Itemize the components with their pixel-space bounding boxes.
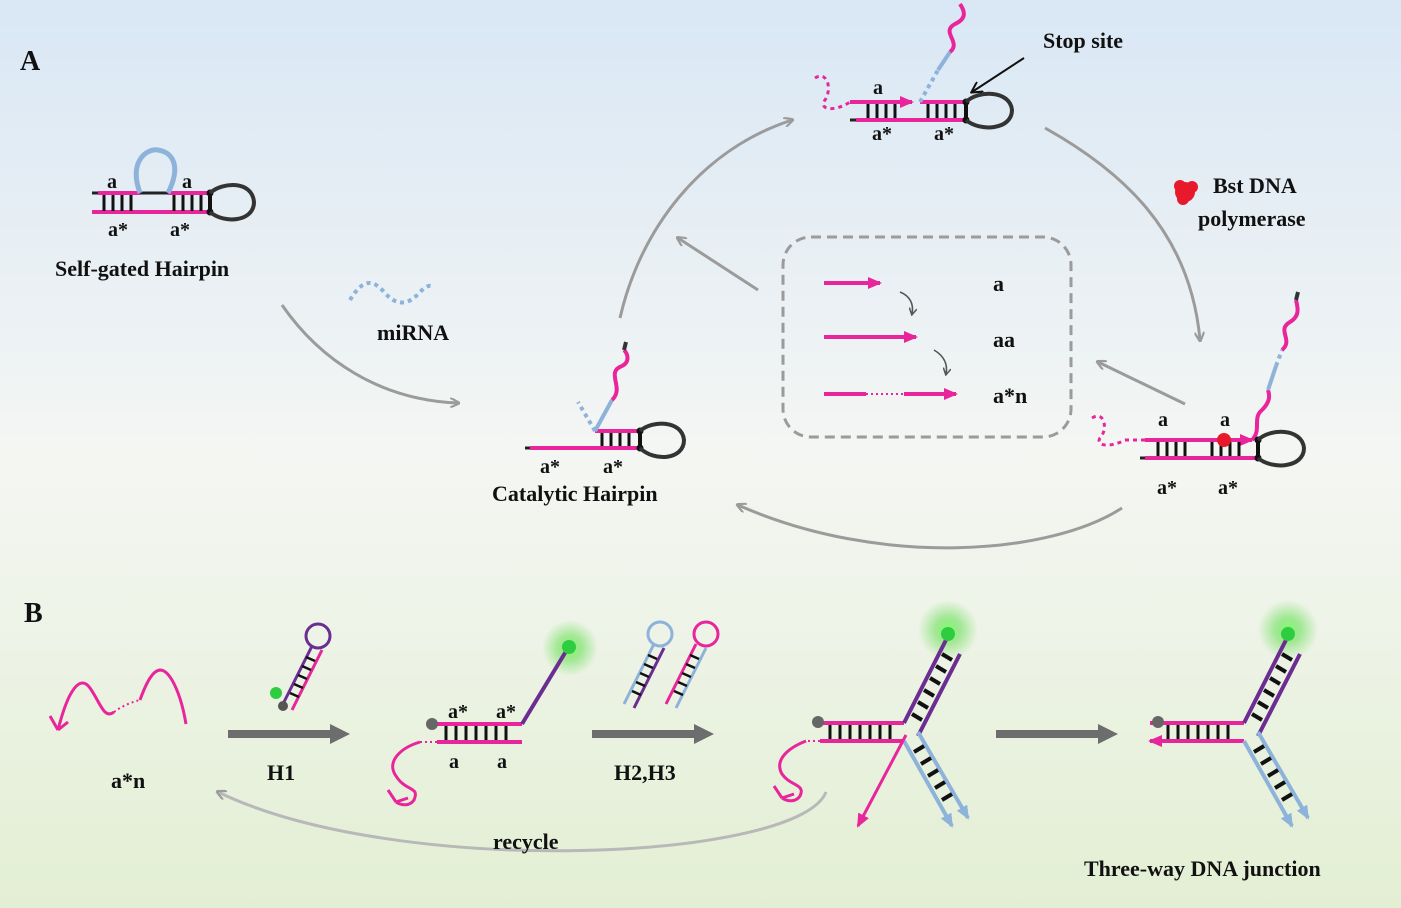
- sgh-label-astar-2: a*: [170, 219, 190, 241]
- curve-arrow-2: [933, 349, 947, 374]
- right-label-a-2: a: [1220, 409, 1230, 431]
- top-label-a: a: [873, 77, 883, 99]
- stop-site-label: Stop site: [1043, 28, 1123, 53]
- h2h3-label: H2,H3: [614, 760, 676, 785]
- junction-label: Three-way DNA junction: [1084, 856, 1321, 881]
- h1c-label-a-1: a: [449, 751, 459, 773]
- recycle-label: recycle: [493, 829, 559, 854]
- sgh-label-astar-1: a*: [108, 219, 128, 241]
- self-gated-hairpin: [92, 147, 257, 222]
- arrow-release-right: [1098, 362, 1186, 406]
- right-label-astar-1: a*: [1157, 477, 1177, 499]
- right-label-a-1: a: [1158, 409, 1168, 431]
- catalytic-hairpin: [525, 341, 687, 460]
- top-label-astar-2: a*: [934, 123, 954, 145]
- polymerase-label-line2: polymerase: [1198, 206, 1306, 231]
- arrow-cycle-bottom: [738, 505, 1123, 550]
- panel-a-label: A: [20, 46, 41, 77]
- h1-hairpin: [270, 622, 332, 711]
- products-box: [781, 235, 1073, 439]
- three-way-junction: [1148, 600, 1318, 828]
- arrow-cycle-up: [618, 120, 792, 319]
- ch-label-astar-1: a*: [540, 456, 560, 478]
- mirna-label: miRNA: [377, 320, 449, 345]
- recycle-arrow: [218, 792, 828, 853]
- h1c-label-a-2: a: [497, 751, 507, 773]
- arrow-to-catalytic: [280, 304, 458, 403]
- polymerase-label-line1: Bst DNA: [1213, 173, 1297, 198]
- ch-label-astar-2: a*: [603, 456, 623, 478]
- top-label-astar-1: a*: [872, 123, 892, 145]
- h1c-label-astar-1: a*: [448, 701, 468, 723]
- right-complex: [1091, 291, 1307, 468]
- junction-intermediate: [772, 600, 978, 828]
- sgh-label-a-2: a: [182, 171, 192, 193]
- mirna-strand: [348, 281, 436, 305]
- right-label-astar-2: a*: [1218, 477, 1238, 499]
- arrow-h2h3-head: [694, 724, 714, 744]
- panel-b-label: B: [24, 598, 43, 629]
- h1c-label-astar-2: a*: [496, 701, 516, 723]
- h1-label: H1: [267, 760, 295, 785]
- product-label-1: a: [993, 271, 1004, 296]
- curve-arrow-1: [899, 291, 913, 314]
- arrow-release-left: [678, 238, 759, 292]
- input-label: a*n: [111, 768, 145, 793]
- h3-hairpin: [664, 620, 720, 709]
- arrow-h1-head: [330, 724, 350, 744]
- top-complex: [814, 2, 1025, 130]
- polymerase-icon: [1174, 180, 1198, 205]
- arrow-cycle-right: [1044, 126, 1200, 340]
- arrow-to-junction-head: [1098, 724, 1118, 744]
- h1-complex: [386, 620, 598, 807]
- h2-hairpin: [622, 620, 674, 709]
- input-strand: [48, 668, 188, 732]
- self-gated-hairpin-label: Self-gated Hairpin: [55, 256, 229, 281]
- product-label-3: a*n: [993, 383, 1027, 408]
- sgh-label-a-1: a: [107, 171, 117, 193]
- catalytic-hairpin-label: Catalytic Hairpin: [492, 481, 658, 506]
- product-label-2: aa: [993, 327, 1015, 352]
